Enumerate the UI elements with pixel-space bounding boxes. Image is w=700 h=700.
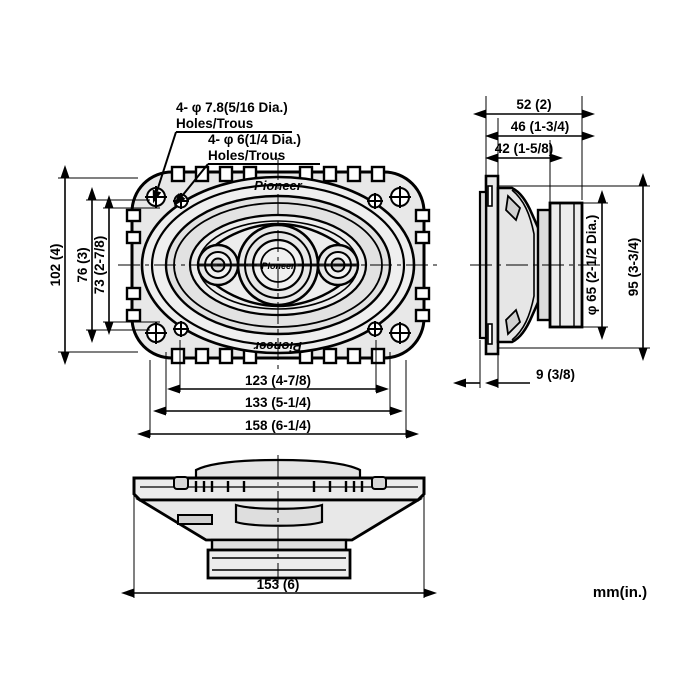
side-vertical-dimensions	[498, 173, 650, 361]
dim-label-cutout-width: 123 (4-7/8)	[245, 373, 311, 388]
front-vertical-dimensions	[58, 165, 160, 365]
hole-notes: 4- φ 7.8(5/16 Dia.) Holes/Trous 4- φ 6(1…	[152, 100, 320, 207]
bottom-terminal-left	[173, 476, 189, 490]
bottom-flange-ribs	[194, 481, 364, 492]
dim-label-cutout-height: 76 (3)	[75, 247, 90, 282]
bottom-dimension	[121, 494, 437, 598]
dim-label-overall-width: 158 (6-1/4)	[245, 418, 311, 433]
dim-label-hole-span-height: 73 (2-7/8)	[92, 236, 107, 295]
mounting-hole-small-br	[367, 321, 383, 337]
leader-line-small-hole	[173, 163, 209, 207]
front-centerlines	[118, 158, 440, 372]
front-view: Pioneer Pioneer Pioneer	[118, 158, 440, 372]
frame-notches-left	[125, 208, 142, 323]
mounting-hole-small-tr	[367, 193, 383, 209]
bottom-terminal-right	[371, 476, 387, 490]
dim-label-overall-depth: 52 (2)	[516, 97, 551, 112]
bottom-magnet-body	[206, 548, 352, 580]
dim-label-side-overall-height: 95 (3-3/4)	[626, 238, 641, 297]
bottom-magnet-top	[210, 538, 348, 552]
dim-label-overall-height: 102 (4)	[48, 244, 63, 287]
unit-note: mm(in.)	[593, 584, 647, 601]
frame-notches-bottom	[170, 347, 386, 365]
dim-label-hole-span-width: 133 (5-1/4)	[245, 395, 311, 410]
dim-label-depth-to-magnet: 46 (1-3/4)	[511, 119, 570, 134]
mounting-hole-large-bl	[145, 322, 167, 344]
dim-label-flange-thickness: 9 (3/8)	[536, 367, 575, 382]
leader-line-large-hole	[152, 131, 177, 204]
mounting-hole-small-bl	[173, 321, 189, 337]
flange-thickness-dimension	[453, 340, 530, 388]
hole-note-2-line1: 4- φ 6(1/4 Dia.)	[208, 132, 301, 147]
dim-label-mounting-depth: 42 (1-5/8)	[495, 141, 554, 156]
hole-note-1-line2: Holes/Trous	[176, 116, 253, 131]
bottom-side-tab	[177, 514, 213, 525]
front-horizontal-dimensions	[137, 340, 419, 439]
dim-label-bottom-overall-width: 153 (6)	[257, 577, 300, 592]
mounting-hole-large-tr	[389, 186, 411, 208]
side-view	[470, 174, 600, 356]
side-horizontal-dimensions	[473, 96, 595, 203]
bottom-basket-window	[234, 503, 324, 527]
hole-note-1-line1: 4- φ 7.8(5/16 Dia.)	[176, 100, 288, 115]
frame-notches-top	[170, 165, 386, 183]
frame-notches-right	[414, 208, 431, 323]
dim-label-magnet-diameter: φ 65 (2-1/2 Dia.)	[584, 215, 599, 315]
mounting-hole-large-br	[389, 322, 411, 344]
bottom-view	[132, 455, 426, 584]
hole-note-2-line2: Holes/Trous	[208, 148, 285, 163]
